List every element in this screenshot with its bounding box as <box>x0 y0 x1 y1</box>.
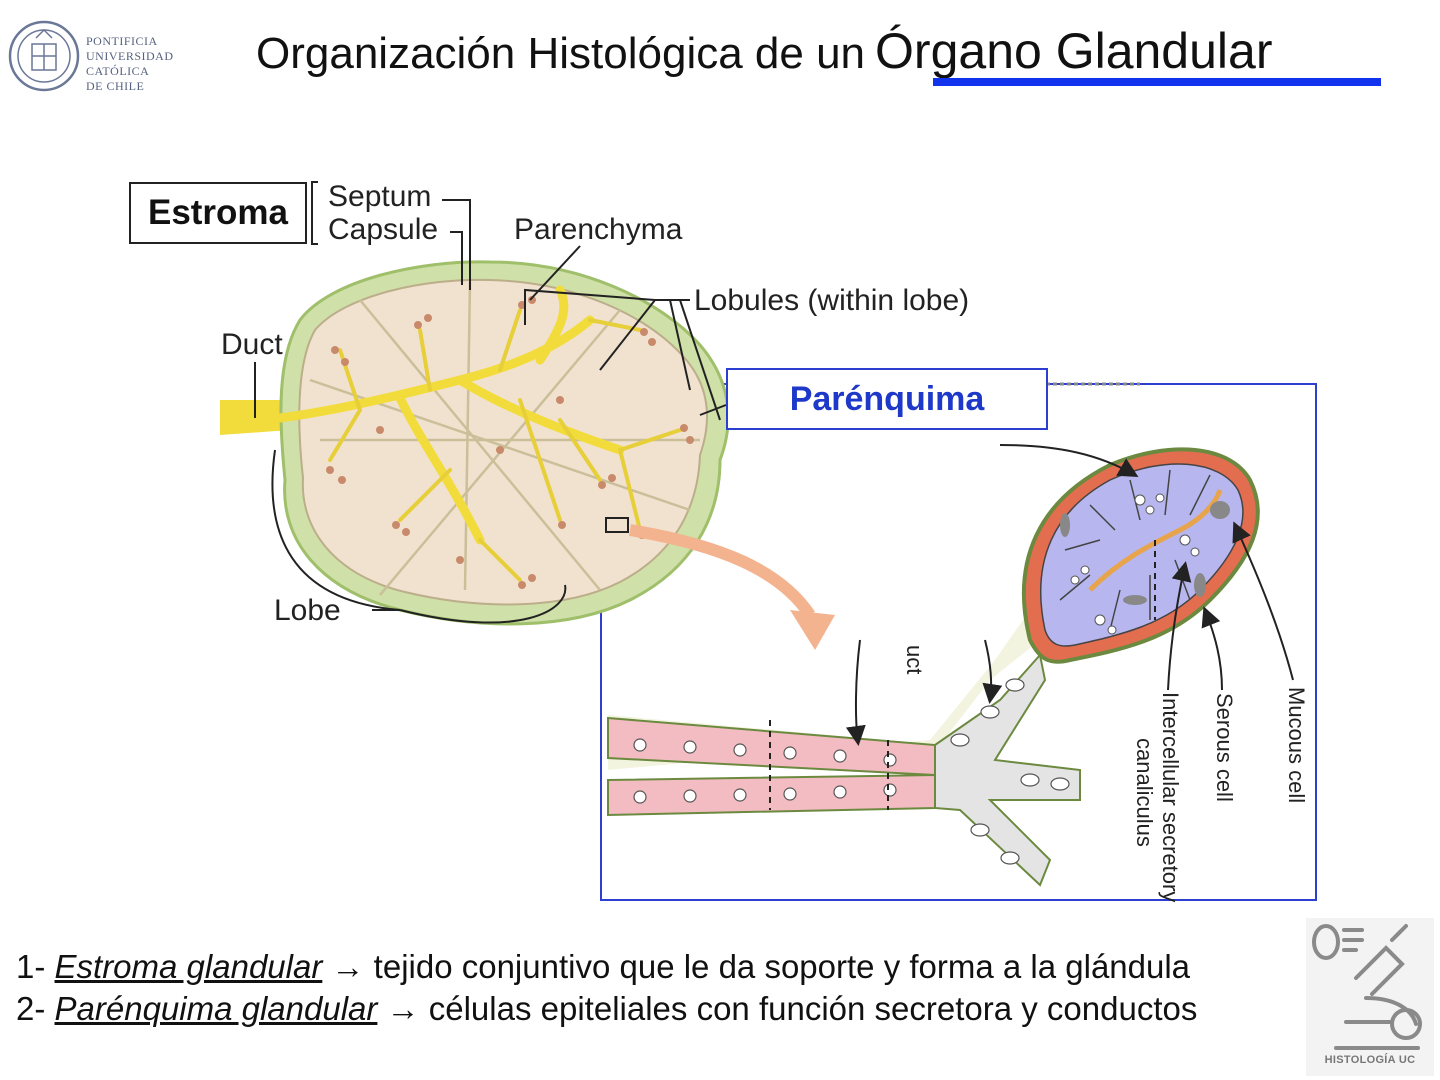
duct-partial-label: uct <box>902 645 927 675</box>
zoom-arrowhead <box>790 610 835 650</box>
estroma-term: Estroma glandular <box>54 948 323 985</box>
parenquima-definition: células epiteliales con función secretor… <box>428 990 1198 1027</box>
septum-label: Septum <box>328 180 432 213</box>
estroma-label: Estroma <box>129 182 307 244</box>
capsule-label: Capsule <box>328 213 439 246</box>
definition-parenquima: 2- Parénquima glandular → células epitel… <box>16 990 1197 1028</box>
institution-line: DE CHILE <box>86 79 145 93</box>
microscope-icon <box>1306 918 1434 1076</box>
parenchyma-label: Parenchyma <box>514 213 683 246</box>
title-underline <box>933 78 1381 86</box>
definition-estroma: 1- Estroma glandular → tejido conjuntivo… <box>16 948 1190 986</box>
university-logo <box>8 8 188 108</box>
leader-lines <box>254 181 1156 810</box>
parenquima-term: Parénquima glandular <box>54 990 378 1027</box>
intercellular-label-1: Intercellular secretory <box>1158 692 1183 903</box>
gland-lobe <box>220 260 730 626</box>
lobe-label: Lobe <box>274 594 341 627</box>
item-number: 1- <box>16 948 46 985</box>
serous-cell-label: Serous cell <box>1212 693 1237 802</box>
parenquima-label: Parénquima <box>726 368 1048 430</box>
acinus-detail <box>1021 447 1260 664</box>
intercellular-label-2: canaliculus <box>1132 738 1157 847</box>
arrow-right-icon: → <box>331 948 365 985</box>
duct-label: Duct <box>221 328 283 361</box>
institution-line: UNIVERSIDAD <box>86 49 174 63</box>
zoom-arrow <box>629 524 815 619</box>
lobules-label: Lobules (within lobe) <box>694 284 970 317</box>
institution-line: CATÓLICA <box>86 64 150 78</box>
histologia-uc-label: HISTOLOGÍA UC <box>1324 1054 1416 1066</box>
institution-name: PONTIFICIA UNIVERSIDAD CATÓLICA DE CHILE <box>86 34 174 94</box>
duct-detail <box>607 520 1081 887</box>
institution-line: PONTIFICIA <box>86 34 158 48</box>
title-part-2: Órgano Glandular <box>875 23 1273 79</box>
arrow-right-icon: → <box>386 990 420 1027</box>
university-seal-icon <box>8 20 80 92</box>
pointer-arrows <box>845 444 1294 746</box>
title-part-1: Organización Histológica de un <box>256 29 866 78</box>
item-number: 2- <box>16 990 46 1027</box>
mucous-cell-label: Mucous cell <box>1284 687 1309 804</box>
estroma-definition: tejido conjuntivo que le da soporte y fo… <box>373 948 1191 985</box>
